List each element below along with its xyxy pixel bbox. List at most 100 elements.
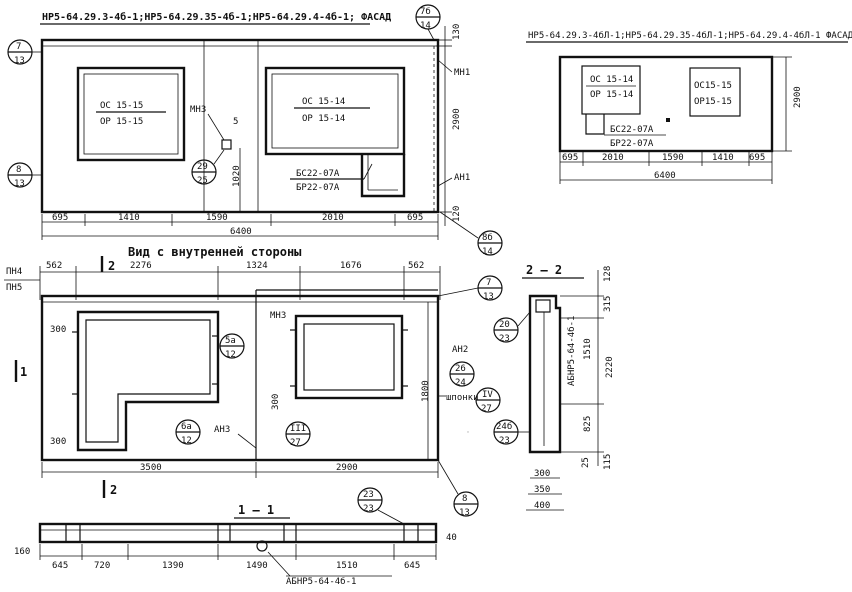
small-dim: 2010 [602, 153, 624, 163]
small-door-bottom: БР22-07А [610, 139, 654, 149]
tag-five: 5 [233, 117, 238, 127]
section-mark: 1 [20, 365, 27, 379]
callout-8-13: 8 13 [453, 491, 479, 518]
window-right [264, 66, 406, 156]
inner-dim-top: 2276 [130, 261, 152, 271]
anchor-dot [666, 118, 670, 122]
inner-dim-top: 1676 [340, 261, 362, 271]
callout-leader [377, 509, 405, 525]
inner-window-inner [303, 323, 395, 391]
s22-dim: 25 [581, 457, 591, 468]
inner-view-title: Вид с внутренней стороны [128, 245, 302, 259]
inner-dim-top: 1324 [246, 261, 268, 271]
dim-bottom: 1410 [118, 213, 140, 223]
svg-text:12: 12 [181, 436, 192, 446]
facade-main: НР5-64.29.3-4б-1;НР5-64.29.35-4б-1;НР5-6… [7, 4, 503, 257]
window-left [76, 66, 186, 162]
svg-text:23: 23 [499, 334, 510, 344]
svg-text:14: 14 [420, 21, 431, 31]
leader-line [267, 551, 291, 577]
svg-text:27: 27 [290, 438, 301, 448]
small-dim: 1410 [712, 153, 734, 163]
small-door-top: БС22-07А [610, 125, 654, 135]
svg-text:III: III [290, 424, 306, 434]
lifting-loop [256, 540, 268, 552]
small-door [585, 114, 605, 135]
section-mark-label: АБНР5-64-4б-1 [286, 576, 356, 587]
dim-bottom: 695 [407, 213, 423, 223]
callout-8b-14: 8б 14 [477, 230, 503, 257]
svg-text:13: 13 [483, 292, 494, 302]
small-window-right [689, 67, 741, 117]
dim-right: 130 [452, 24, 462, 40]
profile-rib [535, 299, 551, 313]
s22-dim: 115 [603, 454, 613, 470]
window-right-mark-bottom: ОР 15-14 [302, 114, 345, 124]
callout-7-13: 7 13 [7, 39, 33, 66]
rib [283, 523, 297, 543]
door-opening [360, 154, 406, 198]
tag-mn1: МН1 [454, 68, 470, 78]
small-window-left-bottom: ОР 15-14 [590, 90, 633, 100]
s22-dim-bottom: 400 [534, 501, 550, 511]
section-22-title: 2 — 2 [526, 263, 562, 277]
svg-text:13: 13 [14, 179, 25, 189]
svg-text:27: 27 [481, 404, 492, 414]
dim-right: 120 [452, 206, 462, 222]
dim-total: 6400 [230, 227, 252, 237]
inner-dim-bottom: 3500 [140, 463, 162, 473]
svg-text:12: 12 [225, 350, 236, 360]
svg-text:8б: 8б [482, 232, 493, 243]
small-dim: 1590 [662, 153, 684, 163]
callout-leader [517, 311, 531, 327]
callout-leader [437, 287, 479, 297]
svg-text:26: 26 [455, 364, 466, 374]
s22-dim-bottom: 350 [534, 485, 550, 495]
tag-mn3: МН3 [270, 311, 286, 321]
leader-line [363, 163, 373, 180]
callout-24b-23: 24б 23 [493, 419, 519, 446]
dim-right: 2900 [452, 108, 462, 130]
small-dim: 695 [562, 153, 578, 163]
section-2-2: 2 — 2 АБНР5-64-4б-1 128 315 1510 2220 82… [493, 263, 615, 511]
svg-text:23: 23 [363, 490, 374, 500]
tag-an1: АН1 [454, 173, 470, 183]
svg-text:14: 14 [482, 247, 493, 257]
inner-view: Вид с внутренней стороны 2 ПН4 ПН5 562 2… [4, 245, 503, 518]
callout-26-24: 26 24 [449, 361, 475, 388]
callout-23-23: 23 23 [357, 487, 383, 514]
callout-5a-12: 5а 12 [219, 333, 245, 360]
small-dim: 695 [749, 153, 765, 163]
door-mark-top: БС22-07А [296, 169, 340, 179]
dim-300: 300 [50, 437, 66, 447]
svg-text:23: 23 [499, 436, 510, 446]
callout-7-13: 7 13 [477, 275, 503, 302]
small-window-left-top: ОС 15-14 [590, 75, 633, 85]
callout-IV-27: IV 27 [475, 387, 501, 414]
window-right-mark-top: ОС 15-14 [302, 97, 345, 107]
s22-dim: 128 [603, 266, 613, 282]
rib [217, 523, 231, 543]
section-mark: 2 [110, 483, 117, 497]
label-pn4: ПН4 [6, 267, 22, 277]
rib [65, 523, 81, 543]
inner-panel [40, 294, 440, 462]
svg-text:IV: IV [482, 390, 493, 400]
inner-dim-top: 562 [408, 261, 424, 271]
s22-dim: 315 [603, 296, 613, 312]
anchor-mn3 [221, 139, 232, 150]
section-dim: 720 [94, 561, 110, 571]
leader-line [207, 113, 225, 141]
small-window-right-bottom: ОР15-15 [694, 97, 732, 107]
svg-text:29: 29 [197, 162, 208, 172]
svg-text:25: 25 [197, 176, 208, 186]
section-dim: 1390 [162, 561, 184, 571]
l-opening-inner [85, 319, 211, 443]
section22-mark: АБНР5-64-4б-1 [566, 316, 577, 386]
svg-text:24: 24 [455, 378, 466, 388]
svg-text:13: 13 [14, 56, 25, 66]
callout-III-27: III 27 [285, 421, 311, 448]
svg-text:7: 7 [486, 278, 491, 288]
l-opening-outer [76, 310, 220, 452]
dim-bottom: 2010 [322, 213, 344, 223]
